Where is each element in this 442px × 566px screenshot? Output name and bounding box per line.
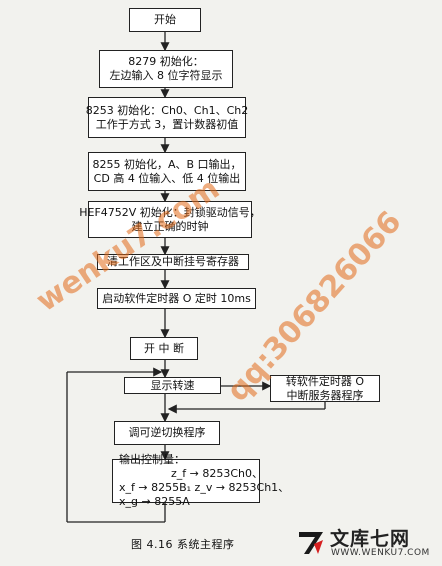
- logo-mark-icon: [299, 532, 323, 554]
- timer-isr-line2: 中断服务器程序: [286, 388, 364, 402]
- init-8279-box: 8279 初始化： 左边输入 8 位字符显示: [99, 50, 233, 88]
- init-8255-line2: CD 高 4 位输入、低 4 位输出: [93, 171, 241, 185]
- output-control-box: 输出控制量： z_f → 8253Ch0、 x_f → 8255B₁ z_v →…: [112, 453, 289, 508]
- init-hef4752v-line1: HEF4752V 初始化：封锁驱动信号，: [79, 205, 261, 219]
- display-speed-label: 显示转速: [150, 378, 195, 392]
- init-hef4752v-box: HEF4752V 初始化：封锁驱动信号， 建立正确的时钟: [79, 201, 261, 238]
- init-8253-box: 8253 初始化：Ch0、Ch1、Ch2 工作于方式 3，置计数器初值: [85, 97, 249, 138]
- timer-isr-box: 转软件定时器 O 中断服务器程序: [270, 375, 380, 402]
- reversible-switch-label: 调可逆切换程序: [128, 426, 206, 439]
- start-timer-label: 启动软件定时器 O 定时 10ms: [102, 291, 251, 305]
- enable-interrupt-box: 开 中 断: [130, 337, 198, 360]
- clear-workspace-box: 清工作区及中断挂号寄存器: [97, 254, 249, 270]
- clear-workspace-label: 清工作区及中断挂号寄存器: [107, 255, 239, 268]
- output-control-line1: z_f → 8253Ch0、: [171, 467, 264, 480]
- enable-interrupt-label: 开 中 断: [144, 341, 184, 355]
- logo-url: WWW.WENKU7.COM: [331, 548, 430, 558]
- reversible-switch-box: 调可逆切换程序: [114, 421, 220, 445]
- init-hef4752v-line2: 建立正确的时钟: [131, 219, 209, 233]
- timer-isr-line1: 转软件定时器 O: [285, 374, 365, 388]
- init-8253-line1: 8253 初始化：Ch0、Ch1、Ch2: [85, 103, 249, 117]
- output-control-line3: x_g → 8255A: [119, 495, 190, 508]
- init-8253-line2: 工作于方式 3，置计数器初值: [95, 117, 239, 131]
- init-8279-line1: 8279 初始化：: [128, 55, 204, 68]
- display-speed-box: 显示转速: [124, 377, 221, 394]
- site-logo: 文库七网 WWW.WENKU7.COM: [296, 524, 438, 562]
- init-8255-box: 8255 初始化，A、B 口输出， CD 高 4 位输入、低 4 位输出: [88, 152, 246, 191]
- figure-caption: 图 4.16 系统主程序: [131, 538, 235, 551]
- init-8279-line2: 左边输入 8 位字符显示: [109, 69, 223, 82]
- output-control-line2: x_f → 8255B₁ z_v → 8253Ch1、: [119, 481, 290, 494]
- start-timer-box: 启动软件定时器 O 定时 10ms: [97, 288, 256, 309]
- init-8255-line1: 8255 初始化，A、B 口输出，: [92, 157, 242, 171]
- start-label: 开始: [154, 13, 176, 26]
- logo-name: 文库七网: [330, 528, 411, 550]
- output-control-title: 输出控制量：: [119, 453, 185, 466]
- start-box: 开始: [129, 8, 201, 32]
